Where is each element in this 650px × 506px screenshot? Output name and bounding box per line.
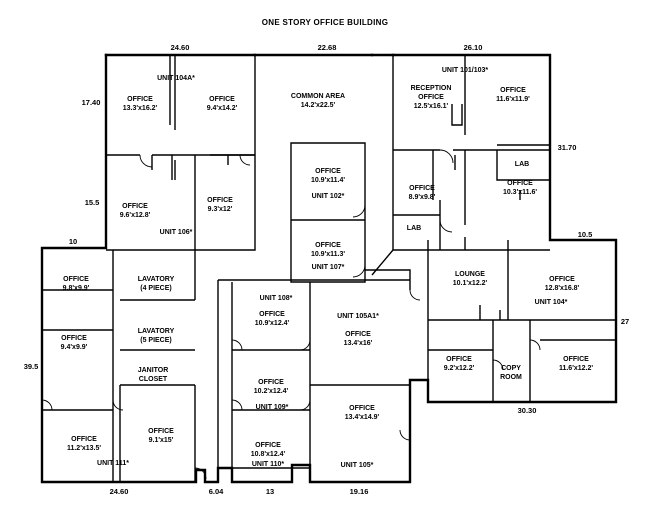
unit-105a1-label: UNIT 105A1*: [337, 313, 379, 320]
unit-110-label: UNIT 110*: [252, 461, 285, 468]
dim-right-bottom: 30.30: [518, 406, 537, 415]
room-lab-1: LAB: [515, 161, 529, 168]
dim-right-step: 10.5: [578, 230, 593, 239]
plan-title: ONE STORY OFFICE BUILDING: [261, 18, 389, 27]
dim-left-upper: 17.40: [82, 98, 101, 107]
dim-bottom-left: 24.60: [110, 487, 129, 496]
dim-left-step: 10: [69, 237, 77, 246]
unit-101-103-label: UNIT 101/103*: [442, 67, 489, 74]
dim-bottom-c: 19.16: [350, 487, 369, 496]
unit-104a-label: UNIT 104A*: [157, 75, 195, 82]
room-lavatory-5: LAVATORY(5 PIECE): [138, 328, 175, 344]
room-lab-2: LAB: [407, 225, 421, 232]
dim-left-middle: 15.5: [85, 198, 100, 207]
unit-108-label: UNIT 108*: [260, 295, 293, 302]
dim-bottom-b: 13: [266, 487, 274, 496]
dim-right-upper: 31.70: [558, 143, 577, 152]
dim-right-lower: 27: [621, 317, 629, 326]
unit-109-label: UNIT 109*: [256, 404, 289, 411]
dim-top-left: 24.60: [171, 43, 190, 52]
room-lavatory-4: LAVATORY(4 PIECE): [138, 276, 175, 292]
unit-105-label: UNIT 105*: [341, 462, 374, 469]
dim-top-center: 22.68: [318, 43, 337, 52]
unit-111-label: UNIT 111*: [97, 460, 129, 467]
unit-106-label: UNIT 106*: [160, 229, 193, 236]
interior-walls: [42, 55, 616, 482]
dim-left-lower: 39.5: [24, 362, 39, 371]
unit-102-label: UNIT 102*: [312, 193, 345, 200]
unit-104-label: UNIT 104*: [535, 299, 568, 306]
dimension-labels: 24.60 22.68 26.10 17.40 15.5 10 39.5 31.…: [24, 43, 629, 496]
dim-top-right: 26.10: [464, 43, 483, 52]
unit-107-label: UNIT 107*: [312, 264, 345, 271]
door-swings: [41, 149, 541, 480]
dim-bottom-a: 6.04: [209, 487, 224, 496]
exterior-walls: [40, 53, 618, 484]
